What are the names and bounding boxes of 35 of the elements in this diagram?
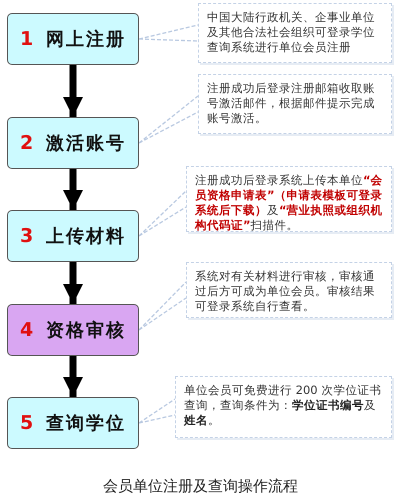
callout-pointer <box>138 398 176 424</box>
step-number: 2 <box>20 132 34 154</box>
step-number: 4 <box>20 319 34 341</box>
callout-pointer <box>138 190 187 237</box>
step-box <box>7 304 139 356</box>
step-label: 激活账号 <box>46 132 126 155</box>
callout-box <box>198 74 392 134</box>
step-label: 资格审核 <box>46 319 126 342</box>
callout-text: 注册成功后登录注册邮箱收取账号激活邮件，根据邮件提示完成账号激活。 <box>207 81 376 126</box>
step-label: 查询学位 <box>46 412 126 435</box>
step-box <box>7 397 139 449</box>
arrow <box>63 262 83 304</box>
step-number: 5 <box>20 412 34 434</box>
step-label: 上传材料 <box>46 225 126 248</box>
callout-pointer <box>138 95 199 144</box>
callout-box <box>175 376 392 438</box>
callout-text: 注册成功后登录系统上传本单位“会员资格申请表”（申请表模板可登录系统后下载）及“营业执照或组织机构代码证”扫描件。 <box>195 173 383 233</box>
callout-pointer <box>138 24 199 42</box>
caption: 会员单位注册及查询操作流程 <box>102 477 299 496</box>
callout-text: 单位会员可免费进行 200 次学位证书查询，查询条件为：学位证书编号及姓名。 <box>184 383 382 428</box>
callout-box <box>198 3 392 63</box>
step-box <box>7 117 139 169</box>
arrow <box>63 65 83 117</box>
arrow <box>63 356 83 397</box>
step-label: 网上注册 <box>46 28 126 51</box>
callout-text: 中国大陆行政机关、企事业单位及其他合法社会组织可登录学位查询系统进行单位会员注册 <box>207 10 376 55</box>
step-number: 1 <box>20 28 34 50</box>
step-number: 3 <box>20 225 34 247</box>
arrow <box>63 169 83 210</box>
step-box <box>7 210 139 262</box>
callout-pointer <box>138 281 187 331</box>
callout-text: 系统对有关材料进行审核，审核通过后方可成为单位会员。审核结果可登录系统自行查看。 <box>195 269 376 314</box>
callout-box <box>186 166 392 232</box>
callout-box <box>186 262 392 318</box>
step-box <box>7 13 139 65</box>
